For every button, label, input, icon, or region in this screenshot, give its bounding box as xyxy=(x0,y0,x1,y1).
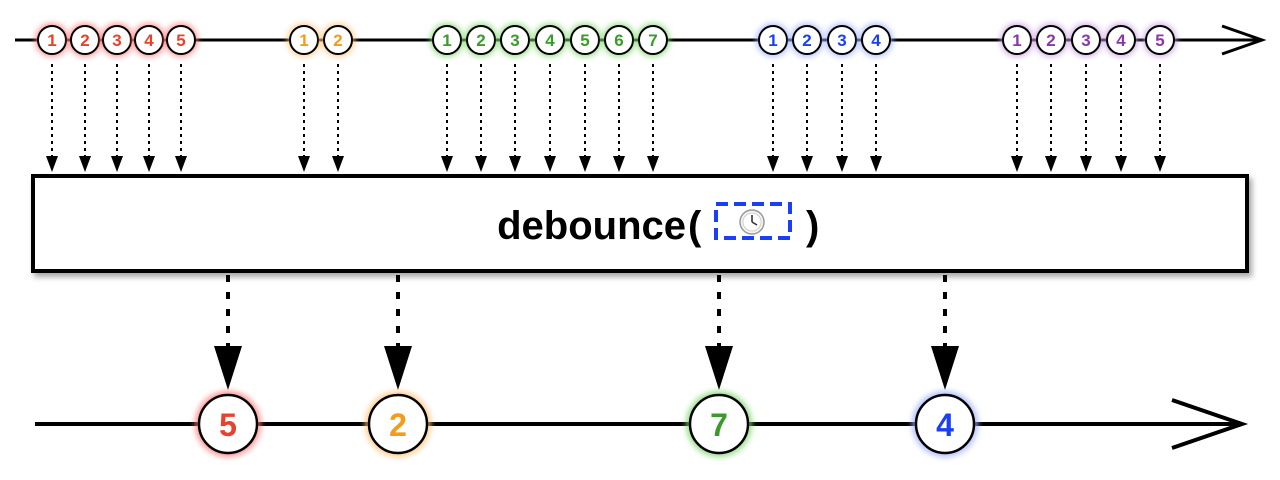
input-marble-label: 3 xyxy=(1081,31,1090,50)
input-arrow xyxy=(613,64,625,172)
input-arrow xyxy=(441,64,453,172)
input-marble: 5 xyxy=(568,23,602,57)
input-marble-label: 4 xyxy=(545,31,555,50)
input-marble: 3 xyxy=(498,23,532,57)
input-arrow xyxy=(1154,64,1166,172)
input-marble: 2 xyxy=(464,23,498,57)
input-marble: 4 xyxy=(859,23,893,57)
input-marble: 4 xyxy=(533,23,567,57)
output-marble-label: 7 xyxy=(710,407,728,443)
input-arrow xyxy=(544,64,556,172)
input-marble-label: 1 xyxy=(442,31,451,50)
output-marble: 2 xyxy=(365,391,431,457)
input-marble-label: 4 xyxy=(871,31,881,50)
input-arrow xyxy=(836,64,848,172)
input-arrow xyxy=(1080,64,1092,172)
output-arrow xyxy=(384,275,412,390)
input-arrow xyxy=(475,64,487,172)
input-marble-label: 2 xyxy=(802,31,811,50)
input-marble-label: 2 xyxy=(333,31,342,50)
input-marble-label: 4 xyxy=(144,31,154,50)
input-marble: 1 xyxy=(287,23,321,57)
input-arrows xyxy=(46,64,1166,172)
input-marble: 3 xyxy=(1069,23,1103,57)
input-marble-label: 1 xyxy=(47,31,56,50)
input-arrow xyxy=(298,64,310,172)
operator-open-paren: ( xyxy=(688,204,702,248)
clock-icon xyxy=(739,209,765,235)
output-marble-label: 2 xyxy=(389,407,407,443)
input-arrow xyxy=(767,64,779,172)
input-marble-label: 2 xyxy=(1046,31,1055,50)
input-marble: 2 xyxy=(321,23,355,57)
input-marbles: 1 2 3 4 5 1 2 1 2 3 4 5 6 7 1 2 3 4 1 2 3 4 5 xyxy=(35,23,1177,57)
output-arrow xyxy=(705,275,733,390)
input-arrow xyxy=(579,64,591,172)
input-marble-label: 7 xyxy=(648,31,657,50)
output-arrows xyxy=(214,275,959,390)
input-marble-label: 1 xyxy=(299,31,308,50)
operator-box: debounce ( ) xyxy=(31,174,1249,273)
input-arrow xyxy=(647,64,659,172)
input-marble: 4 xyxy=(132,23,166,57)
operator-close-paren: ) xyxy=(806,204,819,248)
input-arrow xyxy=(332,64,344,172)
input-marble: 1 xyxy=(430,23,464,57)
input-arrow xyxy=(509,64,521,172)
input-arrow xyxy=(1115,64,1127,172)
input-arrow xyxy=(801,64,813,172)
input-marble: 7 xyxy=(636,23,670,57)
output-marble-label: 5 xyxy=(219,407,237,443)
input-marble: 5 xyxy=(1143,23,1177,57)
input-marble: 6 xyxy=(602,23,636,57)
output-marbles: 5 2 7 4 xyxy=(195,391,978,457)
operator-name: debounce xyxy=(497,204,686,248)
output-arrow xyxy=(931,275,959,390)
input-timeline-arrowhead xyxy=(1221,24,1267,56)
input-marble: 4 xyxy=(1104,23,1138,57)
input-marble: 2 xyxy=(1034,23,1068,57)
output-marble: 5 xyxy=(195,391,261,457)
output-arrow xyxy=(214,275,242,390)
input-marble: 2 xyxy=(790,23,824,57)
input-arrow xyxy=(1011,64,1023,172)
output-marble-label: 4 xyxy=(936,407,954,443)
input-marble: 3 xyxy=(825,23,859,57)
input-marble-label: 6 xyxy=(614,31,623,50)
output-timeline-arrowhead xyxy=(1171,398,1249,450)
input-marble-label: 5 xyxy=(176,31,185,50)
input-marble: 2 xyxy=(68,23,102,57)
input-arrow xyxy=(1045,64,1057,172)
input-marble-label: 4 xyxy=(1116,31,1126,50)
input-arrow xyxy=(870,64,882,172)
input-marble-label: 1 xyxy=(1012,31,1021,50)
output-marble: 7 xyxy=(686,391,752,457)
input-marble: 1 xyxy=(1000,23,1034,57)
input-marble-label: 2 xyxy=(80,31,89,50)
input-arrow xyxy=(143,64,155,172)
input-marble: 1 xyxy=(756,23,790,57)
input-marble-label: 1 xyxy=(768,31,777,50)
input-marble: 1 xyxy=(35,23,69,57)
input-marble-label: 2 xyxy=(476,31,485,50)
input-marble-label: 5 xyxy=(1155,31,1164,50)
input-arrow xyxy=(175,64,187,172)
input-marble-label: 3 xyxy=(510,31,519,50)
input-arrow xyxy=(111,64,123,172)
operator-box-frame xyxy=(31,174,1249,273)
input-arrow xyxy=(46,64,58,172)
input-marble-label: 5 xyxy=(580,31,589,50)
input-marble-label: 3 xyxy=(112,31,121,50)
input-marble: 5 xyxy=(164,23,198,57)
output-marble: 4 xyxy=(912,391,978,457)
input-marble: 3 xyxy=(100,23,134,57)
input-marble-label: 3 xyxy=(837,31,846,50)
input-arrow xyxy=(79,64,91,172)
